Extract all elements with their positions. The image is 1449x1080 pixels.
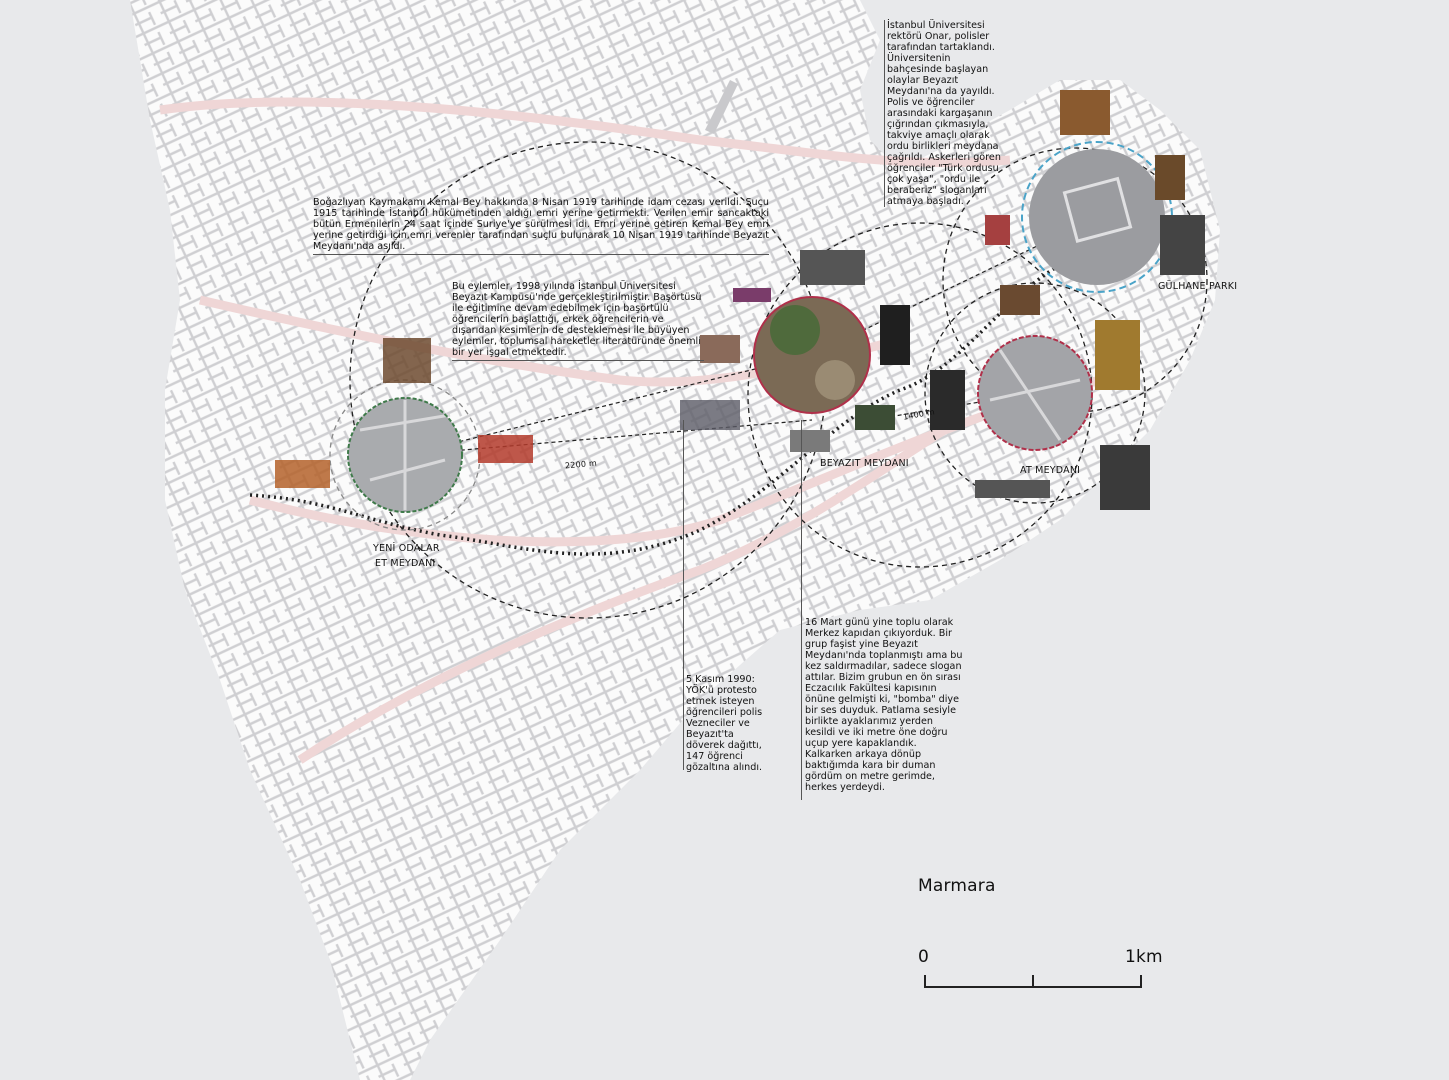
annotation-onar: İstanbul Üniversitesi rektörü Onar, poli…: [884, 20, 1005, 207]
label-et-meydani: ET MEYDANI: [375, 558, 436, 569]
collage-figures: [275, 90, 1205, 510]
label-yeni-odalar: YENİ ODALAR: [373, 543, 440, 554]
annotation-kemal-bey: Boğazlıyan Kaymakamı Kemal Bey hakkında …: [313, 197, 769, 255]
site-at-meydani-circle[interactable]: [977, 335, 1093, 451]
scale-bar: [924, 975, 1142, 988]
label-gulhane-parki: GÜLHANE PARKI: [1158, 281, 1238, 292]
site-gulhane-circle[interactable]: [1021, 141, 1173, 293]
site-yeni-odalar-circle[interactable]: [347, 397, 463, 513]
scale-start-label: 0: [918, 947, 930, 967]
sea-label-marmara: Marmara: [918, 876, 996, 896]
site-beyazit-circle[interactable]: [753, 296, 871, 414]
label-at-meydani: AT MEYDANI: [1020, 465, 1081, 476]
leader-line: [683, 420, 684, 770]
scale-end-label: 1km: [1125, 947, 1163, 967]
annotation-kasim-1990: 5 Kasım 1990: YÖK'ü protesto etmek istey…: [686, 674, 763, 773]
label-beyazit-meydani: BEYAZIT MEYDANI: [820, 458, 909, 469]
leader-line: [801, 420, 802, 800]
walking-route: [249, 263, 1061, 556]
golden-horn-water: [860, 0, 1449, 80]
galata-bridge: [705, 80, 738, 134]
annotation-basortusu: Bu eylemler, 1998 yılında İstanbul Ünive…: [452, 281, 704, 361]
annotation-mart-16: 16 Mart günü yine toplu olarak Merkez ka…: [805, 617, 963, 793]
